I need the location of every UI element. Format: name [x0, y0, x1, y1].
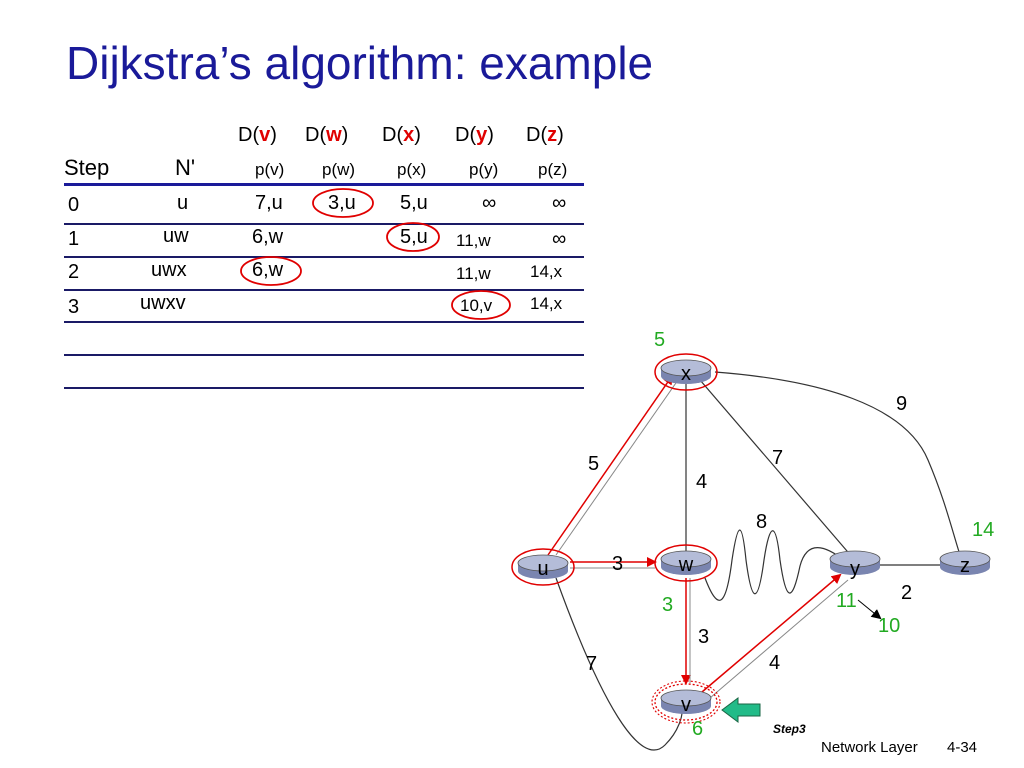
header-dv: D(v) — [238, 124, 277, 146]
node-z-label: z — [960, 555, 970, 577]
edge-u-x-path — [547, 374, 674, 556]
header-pv: p(v) — [255, 160, 285, 179]
node-x-label: x — [681, 363, 691, 385]
node-u: u — [511, 548, 575, 586]
header-dx: D(x) — [382, 124, 421, 146]
footer-section: Network Layer — [821, 739, 918, 756]
row0-n: u — [177, 192, 189, 214]
pointer-arrow-icon — [721, 697, 761, 723]
page-title: Dijkstra’s algorithm: example — [66, 37, 654, 89]
node-y: y — [829, 550, 881, 580]
table-row-rule — [64, 223, 584, 225]
row3-step: 3 — [68, 296, 80, 318]
weight-x-y: 7 — [772, 447, 783, 469]
header-px: p(x) — [397, 160, 427, 179]
row2-n: uwx — [151, 259, 187, 281]
dist-v: 6 — [692, 718, 703, 740]
header-pw: p(w) — [322, 160, 356, 179]
row0-w: 3,u — [328, 192, 356, 214]
row1-z: ∞ — [552, 228, 567, 250]
edge-v-y-path — [701, 573, 842, 693]
header-py: p(y) — [469, 160, 499, 179]
row2-v: 6,w — [252, 259, 284, 281]
row0-y: ∞ — [482, 192, 497, 214]
dist-x: 5 — [654, 329, 665, 351]
node-v-label: v — [681, 694, 691, 716]
header-dw: D(w) — [305, 124, 349, 146]
node-y-label: y — [850, 558, 860, 580]
step-label: Step3 — [773, 722, 806, 736]
table-row-rule — [64, 256, 584, 258]
node-u-label: u — [537, 558, 548, 580]
row0-step: 0 — [68, 194, 80, 216]
table-row-rule — [64, 354, 584, 356]
header-pz: p(z) — [538, 160, 568, 179]
weight-v-y: 4 — [769, 652, 780, 674]
weight-y-z: 2 — [901, 582, 912, 604]
edge-w-y-wavy — [704, 529, 851, 601]
node-w: w — [654, 544, 718, 582]
node-v: v — [651, 680, 721, 724]
row2-y: 11,w — [456, 264, 491, 283]
edge-u-v — [555, 577, 683, 751]
dist-y-new: 10 — [878, 615, 900, 637]
node-z: z — [939, 550, 991, 577]
step-header: Step — [64, 155, 110, 180]
weight-x-z: 9 — [896, 393, 907, 415]
row3-n: uwxv — [140, 292, 186, 314]
row1-step: 1 — [68, 228, 80, 250]
footer-page: 4-34 — [947, 739, 978, 756]
node-x: x — [654, 353, 718, 391]
row3-y: 10,v — [460, 296, 493, 315]
header-dz: D(z) — [526, 124, 564, 146]
table-row-rule — [64, 289, 584, 291]
dist-y-old: 11 — [836, 590, 857, 612]
edge-x-y — [699, 379, 854, 559]
update-arrow — [857, 599, 882, 620]
dist-z: 14 — [972, 519, 994, 541]
row1-n: uw — [163, 225, 189, 247]
row3-z: 14,x — [530, 294, 563, 313]
row0-z: ∞ — [552, 192, 567, 214]
highlight-row3-y — [451, 290, 511, 320]
table-row-rule — [64, 387, 584, 389]
row1-x: 5,u — [400, 226, 428, 248]
row1-v: 6,w — [252, 226, 284, 248]
edge-x-z — [714, 371, 961, 556]
weight-u-v: 7 — [586, 653, 597, 675]
header-dy: D(y) — [455, 124, 494, 146]
highlight-row0-w — [312, 188, 374, 218]
row0-v: 7,u — [255, 192, 283, 214]
table-row-rule — [64, 321, 584, 323]
row2-z: 14,x — [530, 262, 563, 281]
row1-y: 11,w — [456, 231, 491, 250]
weight-x-w: 4 — [696, 471, 707, 493]
highlight-row2-v — [240, 256, 302, 286]
weight-u-x: 5 — [588, 453, 599, 475]
row0-x: 5,u — [400, 192, 428, 214]
dist-w: 3 — [662, 594, 673, 616]
weight-w-y: 8 — [756, 511, 767, 533]
node-w-label: w — [678, 554, 694, 576]
weight-w-v: 3 — [698, 626, 709, 648]
nprime-header: N' — [175, 155, 196, 180]
weight-u-w: 3 — [612, 553, 623, 575]
row2-step: 2 — [68, 261, 80, 283]
highlight-row1-x — [386, 222, 440, 252]
table-header-rule — [64, 183, 584, 186]
